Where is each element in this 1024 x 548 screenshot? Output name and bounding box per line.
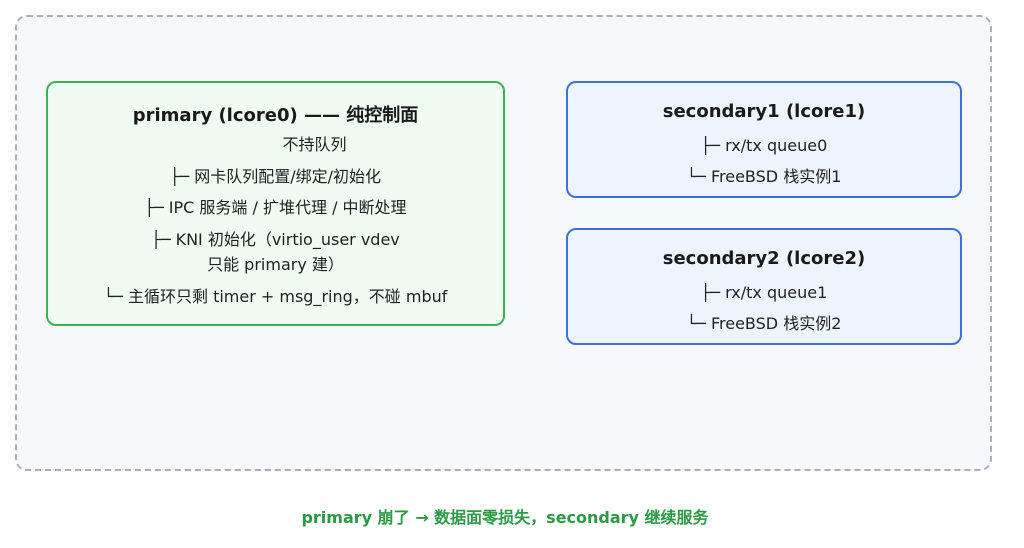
primary-line-4: ├─ KNI 初始化（virtio_user vdev bbox=[151, 229, 400, 249]
primary-line-5: 只能 primary 建） bbox=[207, 255, 344, 274]
primary-title: primary (lcore0) —— 纯控制面 bbox=[132, 105, 419, 126]
secondary2-line-1: ├─ rx/tx queue1 bbox=[700, 283, 828, 302]
secondary1-process-box: secondary1 (lcore1) ├─ rx/tx queue0 └─ F… bbox=[566, 81, 962, 198]
secondary1-title: secondary1 (lcore1) bbox=[662, 101, 866, 122]
secondary2-process-box: secondary2 (lcore2) ├─ rx/tx queue1 └─ F… bbox=[566, 228, 962, 345]
secondary2-title: secondary2 (lcore2) bbox=[662, 248, 866, 269]
primary-line-2: ├─ 网卡队列配置/绑定/初始化 bbox=[169, 166, 382, 186]
primary-process-box: primary (lcore0) —— 纯控制面 不持队列 ├─ 网卡队列配置/… bbox=[46, 81, 505, 326]
secondary1-line-1: ├─ rx/tx queue0 bbox=[700, 136, 828, 155]
secondary2-line-2: └─ FreeBSD 栈实例2 bbox=[686, 314, 842, 333]
primary-line-1: 不持队列 bbox=[282, 135, 347, 154]
primary-line-3: ├─ IPC 服务端 / 扩堆代理 / 中断处理 bbox=[144, 198, 407, 217]
secondary1-line-2: └─ FreeBSD 栈实例1 bbox=[686, 167, 842, 186]
diagram-caption: primary 崩了 → 数据面零损失，secondary 继续服务 bbox=[301, 508, 709, 527]
primary-line-6: └─ 主循环只剩 timer + msg_ring，不碰 mbuf bbox=[103, 286, 448, 306]
